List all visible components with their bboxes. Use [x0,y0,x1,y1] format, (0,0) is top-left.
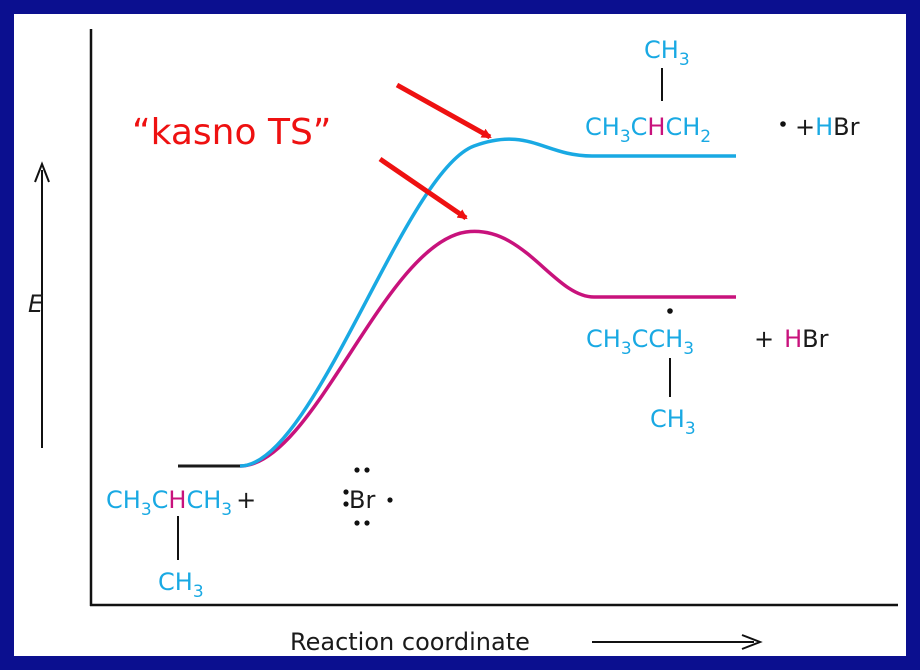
primary-radical-curve [239,137,736,468]
reaction-coordinate-arrow [592,634,763,650]
diagram-panel: E Reaction coordinate “kasno TS” CH3 CH3… [14,14,906,656]
svg-text:CH3: CH3 [644,36,690,70]
svg-text:CH3CHCH2: CH3CHCH2 [585,113,711,147]
late-ts-annotation: “kasno TS” [132,112,331,153]
svg-text:CH3: CH3 [158,568,204,602]
svg-text:Br: Br [349,486,375,514]
tertiary-radical-curve [239,229,736,468]
annotation-arrow-tertiary [378,156,468,221]
y-axis-label: E [28,290,44,318]
annotation-arrow-primary [395,82,492,140]
reactant-isobutane-plus-bromine: CH3CHCH3+ Br CH3 [106,467,393,602]
svg-text:+HBr: +HBr [795,113,860,141]
energy-arrow [34,161,50,448]
tertiary-radical-product: CH3CCH3 +HBr CH3 [586,308,829,439]
svg-text:CH3CCH3: CH3CCH3 [586,325,694,359]
x-axis-label: Reaction coordinate [290,628,530,656]
energy-diagram: E Reaction coordinate “kasno TS” CH3 CH3… [28,29,898,656]
svg-text:+HBr: +HBr [754,325,829,353]
svg-text:CH3: CH3 [650,405,696,439]
bromine-lone-pair-dots [343,467,393,526]
svg-text:CH3CHCH3+: CH3CHCH3+ [106,486,256,520]
primary-radical-product: CH3 CH3CHCH2 +HBr [585,36,860,147]
